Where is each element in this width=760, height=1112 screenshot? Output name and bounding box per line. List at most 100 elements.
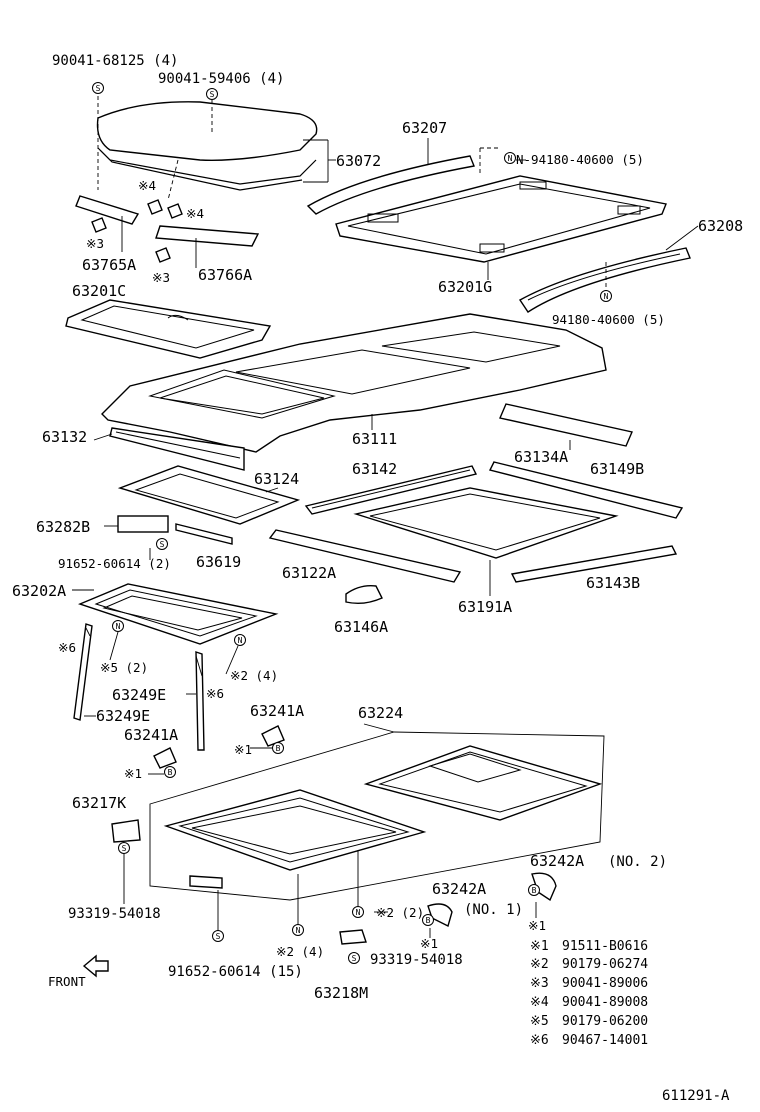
- label-no2: (NO. 2): [608, 854, 667, 870]
- label-63224: 63224: [358, 704, 403, 722]
- legend-part: 91511-B0616: [562, 939, 648, 954]
- svg-text:S: S: [352, 954, 357, 963]
- label-63111: 63111: [352, 430, 397, 448]
- label-63146A: 63146A: [334, 618, 388, 636]
- label-91652-60614-15: 91652-60614 (15): [168, 964, 303, 980]
- part-63134A: [499, 403, 633, 450]
- legend-part: 90179-06274: [562, 957, 648, 972]
- label-63122A: 63122A: [282, 564, 336, 582]
- label-x5: ※5 (2): [100, 660, 148, 675]
- label-94180-40600-b: 94180-40600 (5): [552, 312, 665, 327]
- label-63149B: 63149B: [590, 460, 644, 478]
- part-63766A: [155, 225, 260, 268]
- svg-text:S: S: [216, 932, 221, 941]
- part-63124: [117, 465, 301, 525]
- part-63132: [109, 427, 245, 471]
- label-94180-40600-a: N-94180-40600 (5): [516, 152, 644, 167]
- label-x1-a: ※1: [234, 742, 252, 757]
- svg-text:N: N: [508, 154, 513, 163]
- part-63249E-right: [195, 651, 205, 751]
- part-63146A: [345, 584, 383, 605]
- svg-text:N: N: [356, 908, 361, 917]
- label-63242A-no1: 63242A: [432, 880, 486, 898]
- svg-text:N: N: [238, 636, 243, 645]
- part-63191A: [353, 487, 619, 596]
- label-93319-54018-a: 93319-54018: [68, 906, 161, 922]
- legend-mark: ※2: [530, 957, 549, 972]
- part-63149B: [488, 461, 684, 519]
- label-63201G: 63201G: [438, 278, 492, 296]
- label-63619: 63619: [196, 553, 241, 571]
- svg-text:N: N: [116, 622, 121, 631]
- legend-part: 90179-06200: [562, 1014, 648, 1029]
- part-63142: [304, 465, 478, 515]
- legend: ※1 91511-B0616 ※2 90179-06274 ※3 90041-8…: [530, 939, 648, 1048]
- part-63218M: [339, 929, 367, 945]
- label-63218M: 63218M: [314, 984, 368, 1002]
- label-63249E-b: 63249E: [96, 707, 150, 725]
- clip-icon: [91, 199, 183, 263]
- legend-part: 90041-89006: [562, 976, 648, 991]
- label-no1: (NO. 1): [464, 902, 523, 918]
- svg-text:S: S: [160, 540, 165, 549]
- label-63124: 63124: [254, 470, 299, 488]
- label-x2-4-b: ※2 (4): [276, 944, 324, 959]
- svg-text:N: N: [296, 926, 301, 935]
- label-63142: 63142: [352, 460, 397, 478]
- part-63201C: [65, 299, 272, 359]
- part-63619: [175, 523, 233, 545]
- part-63282B: [104, 515, 169, 533]
- label-x6-a: ※6: [58, 640, 76, 655]
- label-63241A-b: 63241A: [124, 726, 178, 744]
- label-90041-59406: 90041-59406 (4): [158, 71, 284, 87]
- marker-S-icon: S S S S S S: [92, 82, 360, 964]
- label-63191A: 63191A: [458, 598, 512, 616]
- label-63201C: 63201C: [72, 282, 126, 300]
- part-63072: [96, 96, 336, 201]
- part-63207: [306, 138, 475, 215]
- svg-text:S: S: [122, 844, 127, 853]
- legend-mark: ※6: [530, 1033, 549, 1048]
- part-63217K: [111, 819, 141, 904]
- label-x3-b: ※3: [152, 270, 170, 285]
- marker-B-icon: B B B B: [164, 742, 540, 926]
- label-x3-a: ※3: [86, 236, 104, 251]
- label-x1-b: ※1: [124, 766, 142, 781]
- part-63202A: [72, 583, 279, 645]
- label-91652-60614-2: 91652-60614 (2): [58, 556, 171, 571]
- legend-mark: ※3: [530, 976, 549, 991]
- part-63208: [518, 225, 699, 313]
- svg-text:B: B: [168, 768, 173, 777]
- label-63241A-a: 63241A: [250, 702, 304, 720]
- svg-text:S: S: [96, 84, 101, 93]
- label-93319-54018-b: 93319-54018: [370, 952, 463, 968]
- part-63242A-no1: [427, 903, 453, 928]
- part-labels: 90041-68125 (4) 90041-59406 (4) 63072 63…: [12, 53, 743, 1104]
- legend-part: 90041-89008: [562, 995, 648, 1010]
- label-611291-A: 611291-A: [662, 1088, 730, 1104]
- label-63143B: 63143B: [586, 574, 640, 592]
- part-63224: [149, 723, 605, 932]
- label-63765A: 63765A: [82, 256, 136, 274]
- part-63241A: [153, 725, 285, 769]
- label-63766A: 63766A: [198, 266, 252, 284]
- legend-mark: ※1: [530, 939, 549, 954]
- label-63242A-no2: 63242A: [530, 852, 584, 870]
- label-front: FRONT: [48, 974, 86, 989]
- label-63207: 63207: [402, 119, 447, 137]
- label-x6-b: ※6: [206, 686, 224, 701]
- label-x1-c: ※1: [528, 918, 546, 933]
- label-63249E-a: 63249E: [112, 686, 166, 704]
- part-63249E-left: [73, 623, 93, 721]
- legend-part: 90467-14001: [562, 1033, 648, 1048]
- part-63242A-no2: [531, 872, 557, 902]
- label-63282B: 63282B: [36, 518, 90, 536]
- part-63201G: [335, 175, 667, 280]
- svg-text:S: S: [210, 90, 215, 99]
- label-63072: 63072: [336, 152, 381, 170]
- front-arrow-icon: [82, 954, 109, 978]
- part-63143B: [510, 545, 678, 583]
- part-63122A: [268, 529, 462, 583]
- svg-text:B: B: [426, 916, 431, 925]
- label-63134A: 63134A: [514, 448, 568, 466]
